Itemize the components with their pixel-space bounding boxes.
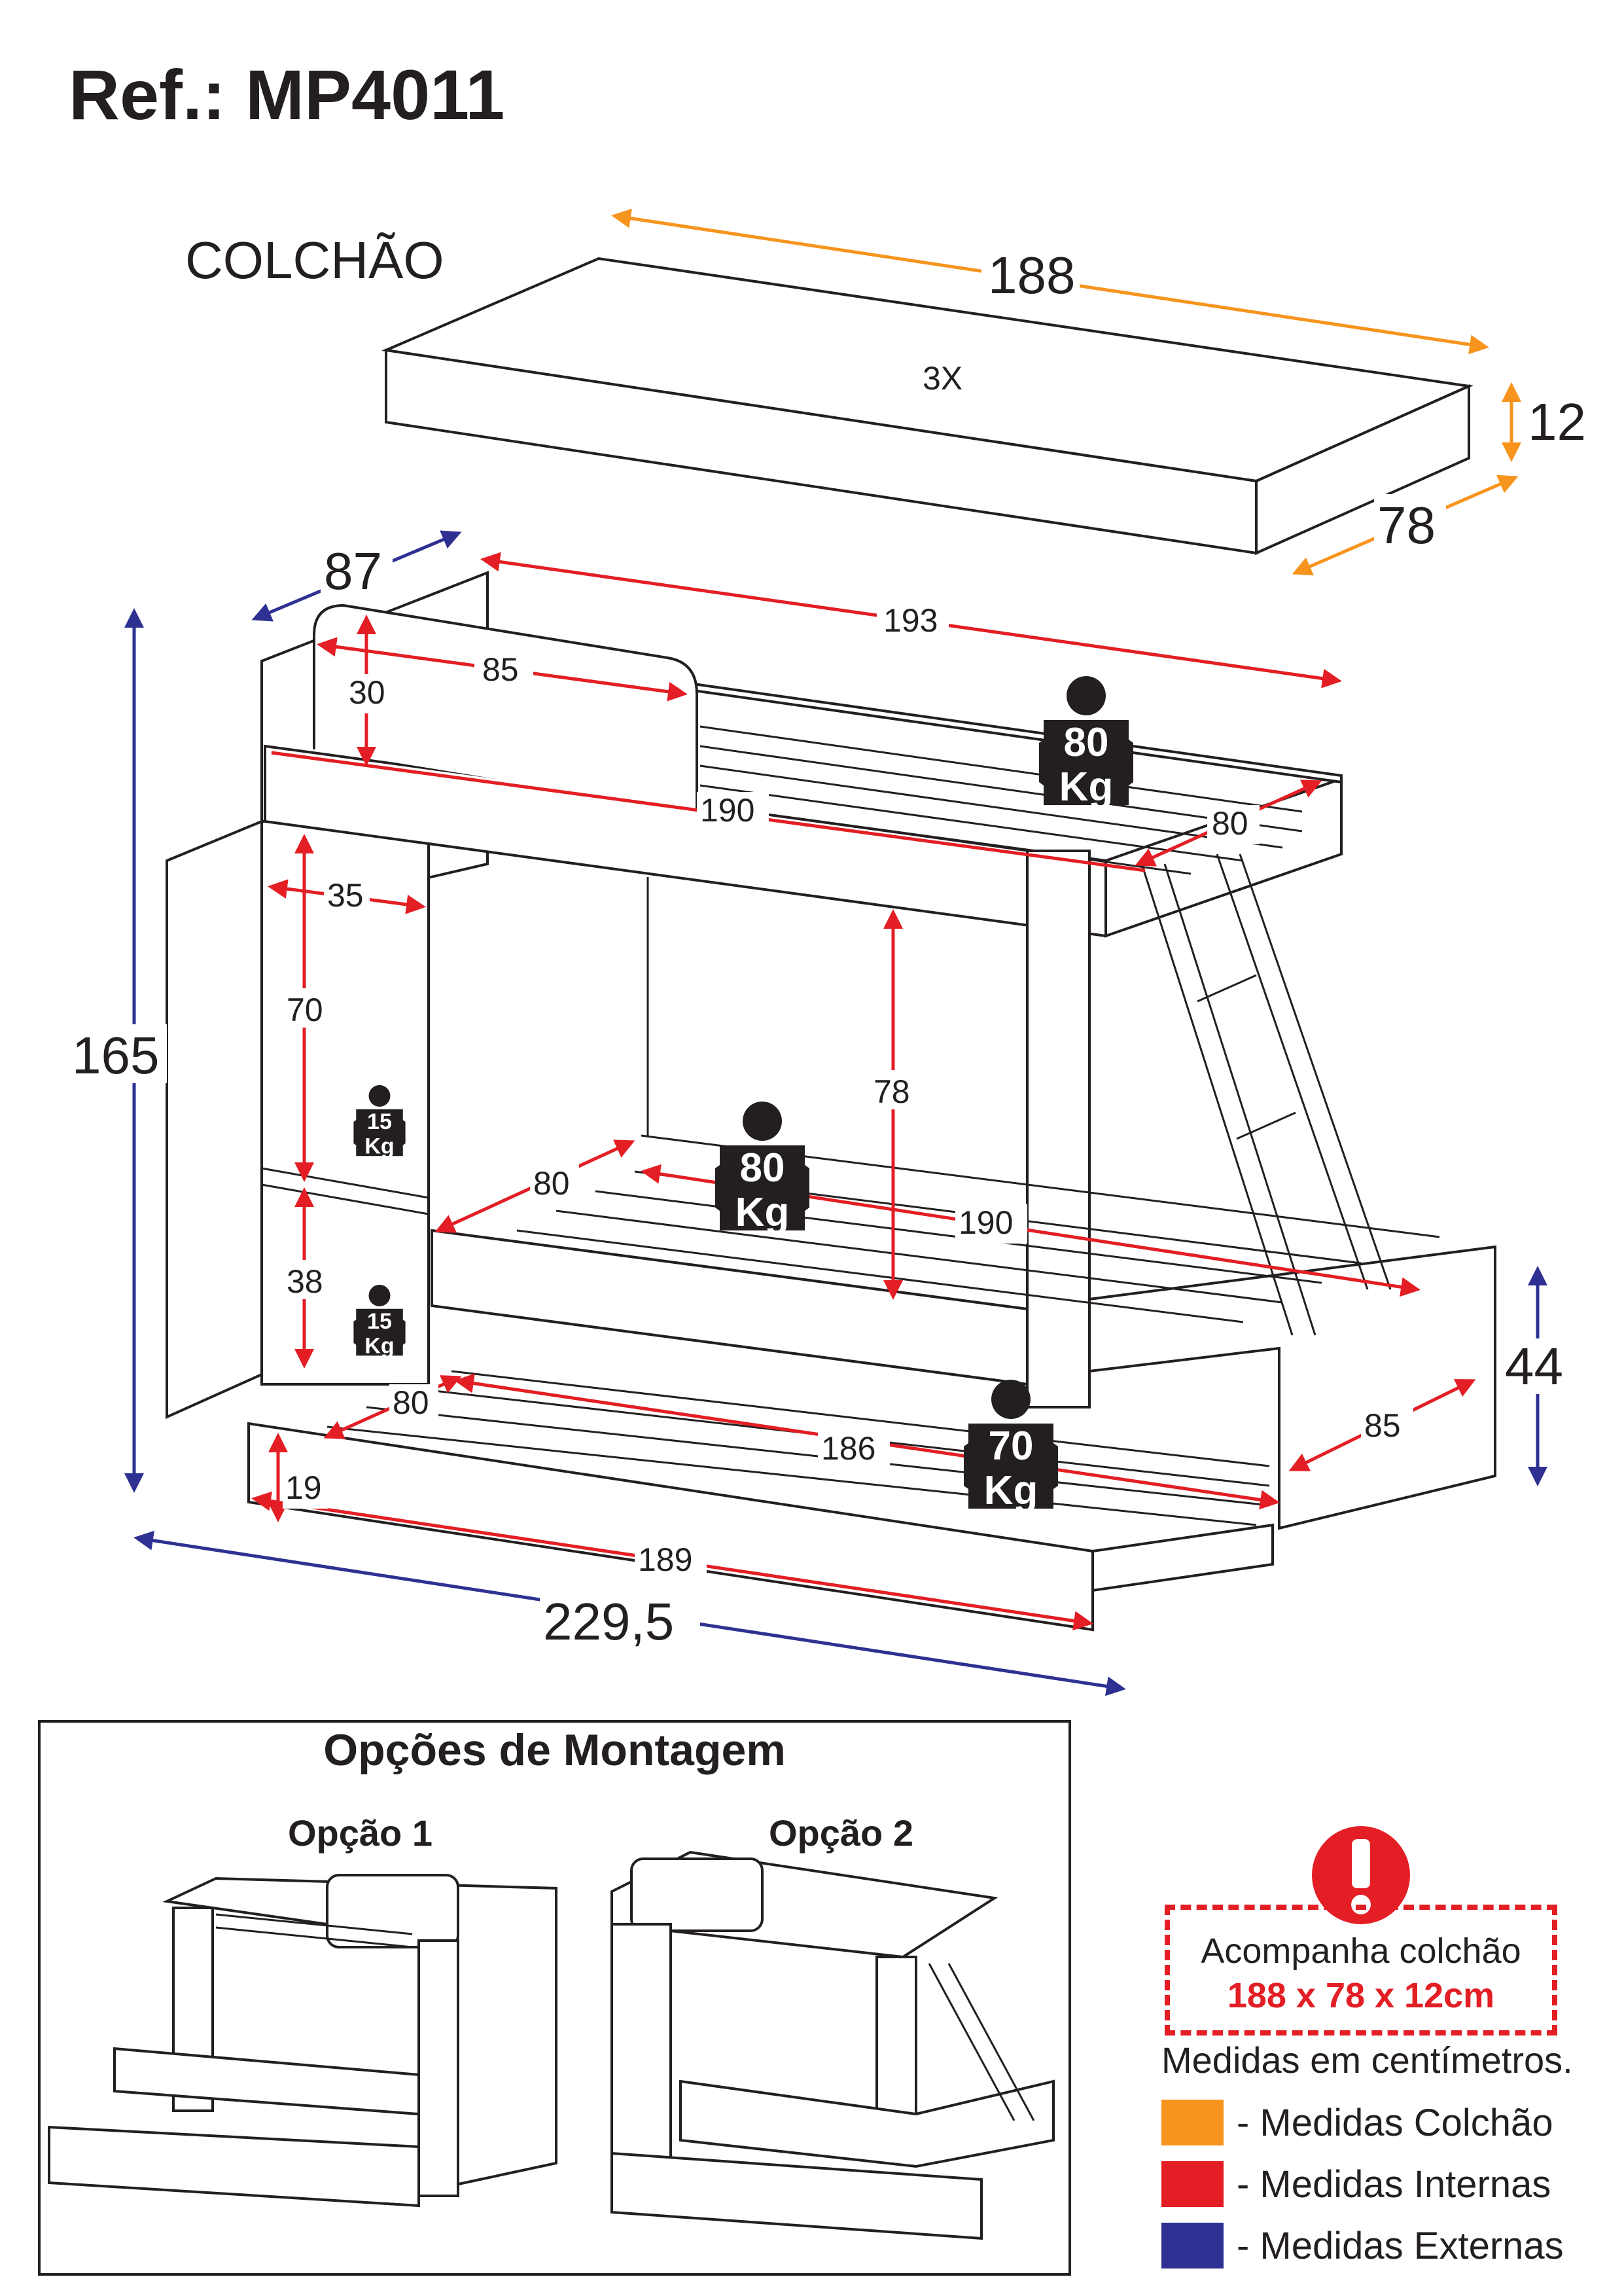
upper-inner-length-label: 190 (700, 792, 754, 829)
middle-weight-unit: Kg (735, 1190, 790, 1235)
option2-label: Opção 2 (769, 1812, 913, 1854)
notice-line2: 188 x 78 x 12cm (1227, 1976, 1495, 2015)
middle-width-label: 80 (533, 1165, 570, 1202)
lower-height-label: 44 (1505, 1337, 1563, 1395)
notice-line1: Acompanha colchão (1201, 1931, 1521, 1971)
middle-length-label: 190 (959, 1204, 1013, 1241)
shelf-upper-weight-unit: Kg (364, 1134, 394, 1158)
weight-icon: 70 Kg (964, 1380, 1058, 1513)
headboard-width-label: 85 (482, 651, 519, 688)
option1-label: Opção 1 (288, 1812, 432, 1854)
weight-icon: 80 Kg (1039, 676, 1133, 810)
trundle-weight-unit: Kg (984, 1468, 1038, 1513)
total-length-label: 229,5 (543, 1592, 674, 1651)
weight-icon: 15 Kg (353, 1284, 406, 1358)
middle-weight-value: 80 (740, 1145, 785, 1191)
trundle-outer-length-label: 189 (638, 1541, 692, 1578)
upper-length-label: 193 (883, 602, 938, 639)
trundle-weight-value: 70 (989, 1424, 1034, 1469)
total-height-label: 165 (72, 1026, 159, 1085)
assembly-box (38, 1720, 1071, 2276)
trundle-length-label: 186 (821, 1430, 875, 1467)
mattress-width-label: 78 (1377, 496, 1436, 554)
option2-drawing (610, 1850, 1055, 2240)
mattress-quantity: 3X (923, 360, 962, 397)
mattress-label: COLCHÃO (185, 231, 444, 289)
units-note: Medidas em centímetros. (1161, 2039, 1573, 2081)
page-title: Ref.: MP4011 (69, 55, 505, 134)
depth-top-label: 87 (324, 542, 382, 600)
shelf-lower-weight-unit: Kg (364, 1333, 394, 1358)
mattress-notice: Acompanha colchão 188 x 78 x 12cm (1165, 1905, 1557, 2036)
legend-label: - Medidas Colchão (1237, 2101, 1553, 2144)
legend-swatch (1161, 2100, 1224, 2145)
legend-label: - Medidas Externas (1237, 2224, 1564, 2267)
mattress-length-label: 188 (988, 246, 1075, 304)
legend-item-internal: - Medidas Internas (1161, 2161, 1551, 2207)
upper-weight-unit: Kg (1059, 764, 1114, 810)
trundle-width-label: 80 (393, 1384, 429, 1421)
option1-drawing (48, 1874, 557, 2208)
mattress-height-label: 12 (1528, 393, 1586, 451)
headboard-height-label: 30 (349, 674, 385, 711)
legend-label: - Medidas Internas (1237, 2162, 1551, 2206)
upper-inner-width-label: 80 (1212, 805, 1248, 842)
shelf-upper-height-label: 70 (287, 992, 323, 1028)
legend-swatch (1161, 2223, 1224, 2269)
legend-item-external: - Medidas Externas (1161, 2223, 1564, 2269)
lower-width-label: 85 (1364, 1407, 1401, 1444)
shelf-upper-weight-value: 15 (367, 1109, 392, 1134)
shelf-lower-weight-value: 15 (367, 1309, 392, 1334)
weight-icon: 80 Kg (715, 1102, 809, 1235)
trundle-height-label: 19 (285, 1469, 322, 1506)
assembly-title: Opções de Montagem (323, 1725, 786, 1775)
legend-item-mattress: - Medidas Colchão (1161, 2100, 1553, 2145)
upper-weight-value: 80 (1064, 720, 1109, 765)
mattress-drawing (381, 257, 1474, 556)
weight-icon: 15 Kg (353, 1085, 406, 1158)
shelf-width-label: 35 (327, 877, 364, 914)
mid-clearance-label: 78 (874, 1073, 910, 1110)
shelf-lower-height-label: 38 (287, 1263, 323, 1300)
legend-swatch (1161, 2161, 1224, 2207)
